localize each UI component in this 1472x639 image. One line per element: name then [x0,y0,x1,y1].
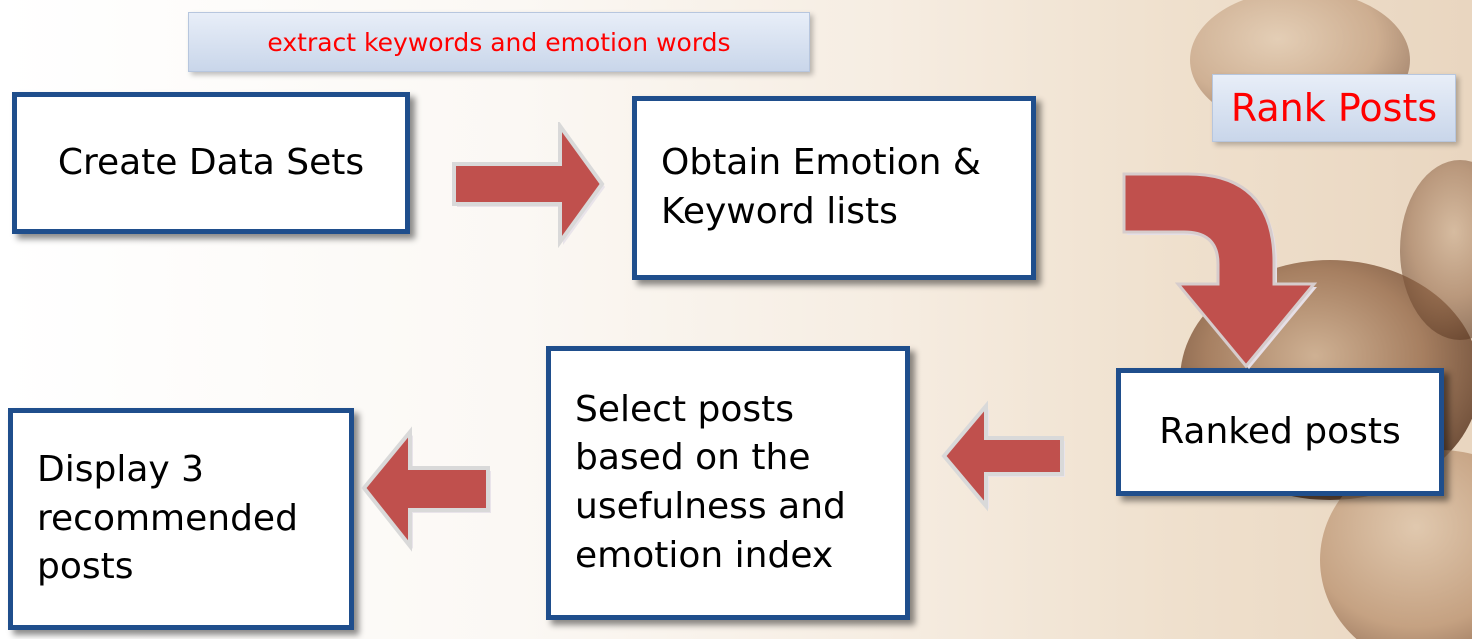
box-display-recommended-text: Display 3 recommended posts [37,449,298,588]
box-select-posts: Select posts based on the usefulness and… [546,346,910,620]
box-create-data-sets-text: Create Data Sets [57,141,365,183]
arrow-left-2 [361,426,491,552]
box-display-recommended: Display 3 recommended posts [8,408,354,630]
bean-shape [1320,450,1472,639]
box-ranked-posts-text: Ranked posts [1159,410,1401,452]
box-ranked-posts: Ranked posts [1116,368,1444,496]
arrow-right-1 [452,122,605,248]
arrow-left-1 [941,400,1065,512]
box-select-posts-text: Select posts based on the usefulness and… [575,388,846,576]
box-create-data-sets: Create Data Sets [12,92,410,234]
bean-shape [1400,160,1472,340]
arrow-curved-down [1122,172,1318,369]
label-extract-keywords: extract keywords and emotion words [188,12,810,72]
box-obtain-lists-text: Obtain Emotion & Keyword lists [661,142,981,232]
box-obtain-lists: Obtain Emotion & Keyword lists [632,96,1036,280]
label-rank-posts: Rank Posts [1212,74,1456,142]
